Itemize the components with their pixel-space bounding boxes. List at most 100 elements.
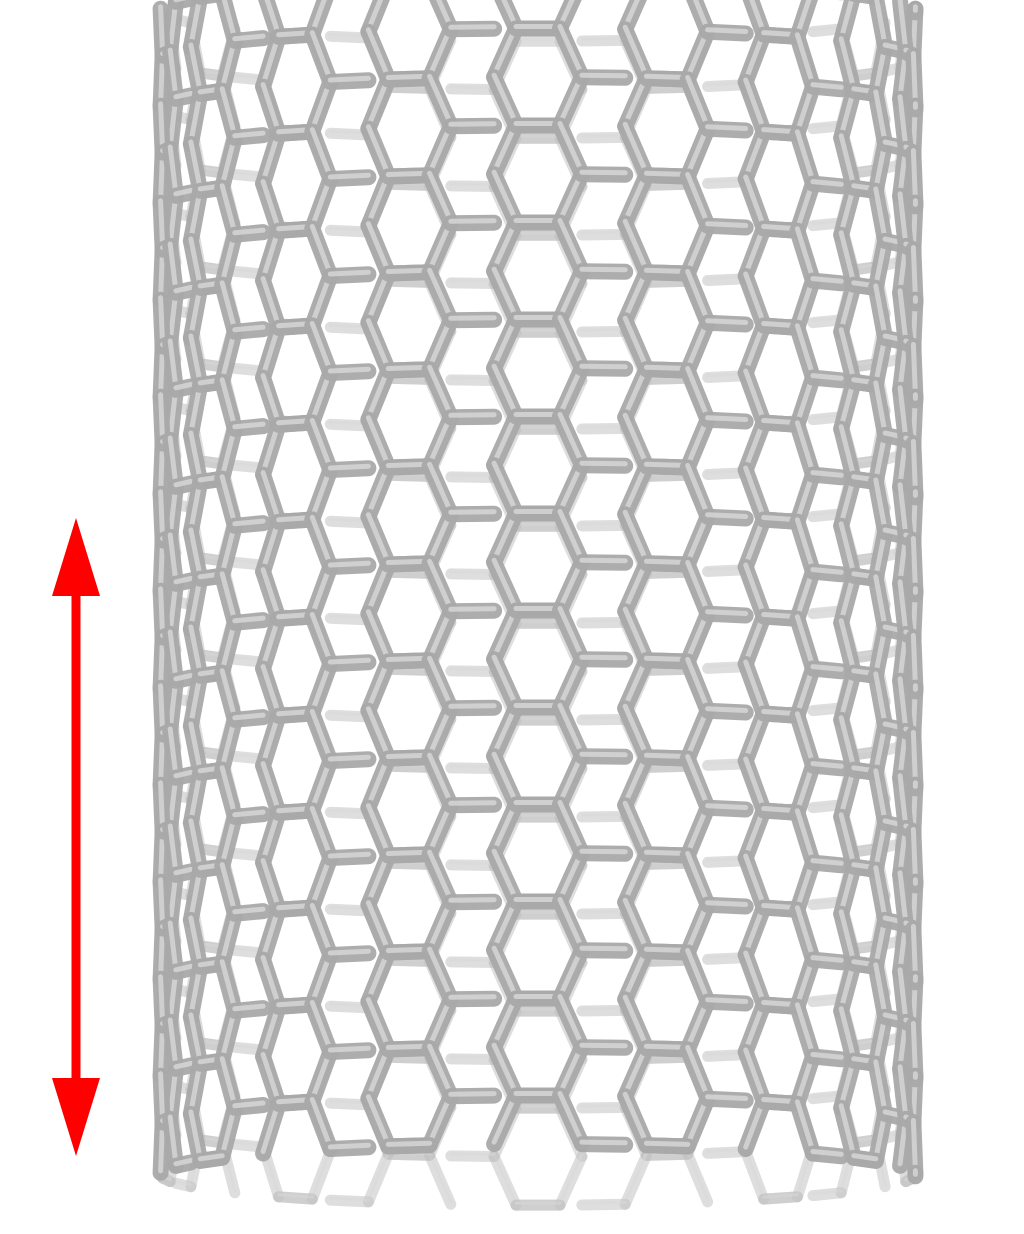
bond-highlight bbox=[622, 703, 649, 758]
bond-highlight bbox=[811, 1189, 843, 1196]
bond-highlight bbox=[219, 377, 238, 430]
bond-highlight bbox=[232, 615, 266, 624]
bond-highlight bbox=[810, 955, 844, 963]
bond-highlight bbox=[232, 1003, 266, 1012]
bond-highlight bbox=[491, 654, 519, 708]
bond bbox=[273, 1191, 318, 1205]
bond-highlight bbox=[685, 269, 711, 324]
bond-highlight bbox=[743, 562, 767, 617]
bond-highlight bbox=[232, 33, 266, 42]
bond-highlight bbox=[910, 1118, 918, 1174]
bond-highlight bbox=[810, 470, 844, 478]
bond-highlight bbox=[448, 703, 497, 709]
bond-highlight bbox=[686, 1150, 710, 1202]
bond-highlight bbox=[188, 1012, 203, 1065]
bond bbox=[576, 34, 631, 47]
bond bbox=[324, 127, 374, 141]
bond-highlight bbox=[491, 363, 519, 417]
bond-highlight bbox=[327, 172, 371, 180]
bond-highlight bbox=[580, 1200, 627, 1205]
bond-highlight bbox=[873, 283, 888, 339]
bond-highlight bbox=[838, 812, 857, 868]
bond-highlight bbox=[173, 1157, 194, 1167]
bond-highlight bbox=[873, 186, 888, 242]
arrow-head-down bbox=[52, 1078, 100, 1156]
bond-highlight bbox=[705, 1094, 749, 1101]
bond-highlight bbox=[622, 412, 649, 467]
bond-highlight bbox=[873, 1059, 888, 1115]
bond-highlight bbox=[580, 36, 627, 41]
bond-highlight bbox=[167, 144, 179, 197]
bond-highlight bbox=[897, 773, 909, 829]
bond-highlight bbox=[449, 570, 496, 574]
bond-highlight bbox=[309, 1097, 333, 1150]
bond bbox=[445, 180, 500, 192]
bond-highlight bbox=[173, 769, 194, 779]
bond-highlight bbox=[685, 463, 711, 518]
bond-highlight bbox=[838, 715, 857, 771]
bond-highlight bbox=[219, 86, 238, 139]
bond-highlight bbox=[579, 169, 628, 176]
bond-highlight bbox=[794, 420, 816, 476]
bond-highlight bbox=[910, 536, 918, 592]
bond-highlight bbox=[810, 858, 844, 866]
bond-highlight bbox=[365, 0, 384, 33]
bond-highlight bbox=[448, 800, 497, 806]
bond bbox=[640, 857, 694, 870]
bond-highlight bbox=[622, 0, 640, 30]
bond-highlight bbox=[188, 42, 203, 95]
bond bbox=[382, 275, 436, 288]
bond bbox=[382, 1051, 436, 1064]
bond bbox=[324, 806, 374, 820]
bond bbox=[382, 372, 436, 385]
bond bbox=[640, 760, 694, 773]
bond-highlight bbox=[260, 1052, 282, 1105]
bond-highlight bbox=[365, 706, 391, 759]
bond-highlight bbox=[810, 1052, 844, 1060]
bond-highlight bbox=[365, 124, 391, 177]
bond-highlight bbox=[167, 532, 179, 585]
bond-highlight bbox=[173, 285, 194, 294]
bond bbox=[382, 81, 436, 94]
bond-highlight bbox=[327, 1045, 371, 1053]
bond bbox=[576, 907, 631, 920]
bond-highlight bbox=[188, 527, 203, 580]
bond-highlight bbox=[685, 75, 711, 130]
bond-highlight bbox=[580, 1103, 627, 1108]
bond-highlight bbox=[743, 950, 767, 1005]
bond-highlight bbox=[622, 897, 649, 952]
bond bbox=[382, 663, 436, 676]
bond-highlight bbox=[309, 127, 333, 180]
bond-highlight bbox=[705, 706, 749, 713]
bond-highlight bbox=[897, 579, 909, 635]
bond-highlight bbox=[260, 470, 282, 523]
bond-highlight bbox=[188, 1109, 203, 1162]
bond bbox=[576, 228, 631, 241]
bond bbox=[445, 83, 500, 95]
bond-highlight bbox=[491, 72, 519, 126]
bond-highlight bbox=[448, 218, 497, 224]
bond-highlight bbox=[264, 0, 282, 38]
bond-highlight bbox=[158, 101, 166, 154]
bond-highlight bbox=[873, 477, 888, 533]
bond-highlight bbox=[810, 761, 844, 769]
bond-highlight bbox=[188, 721, 203, 774]
bond-highlight bbox=[448, 1091, 497, 1097]
bond-highlight bbox=[188, 236, 203, 289]
bond-highlight bbox=[579, 1139, 628, 1146]
bond-highlight bbox=[260, 761, 282, 814]
bond-highlight bbox=[910, 342, 918, 398]
bond-highlight bbox=[158, 392, 166, 444]
bond-highlight bbox=[579, 654, 628, 661]
bond bbox=[807, 1187, 847, 1202]
bond-highlight bbox=[643, 1140, 691, 1147]
bond-highlight bbox=[309, 903, 333, 956]
bond-highlight bbox=[232, 130, 266, 139]
bond-highlight bbox=[557, 800, 585, 854]
bond-highlight bbox=[873, 865, 888, 921]
bond-highlight bbox=[838, 521, 857, 577]
bond-highlight bbox=[557, 315, 585, 369]
bond-highlight bbox=[365, 318, 391, 371]
bond bbox=[576, 422, 631, 435]
bond-highlight bbox=[811, 995, 843, 1002]
